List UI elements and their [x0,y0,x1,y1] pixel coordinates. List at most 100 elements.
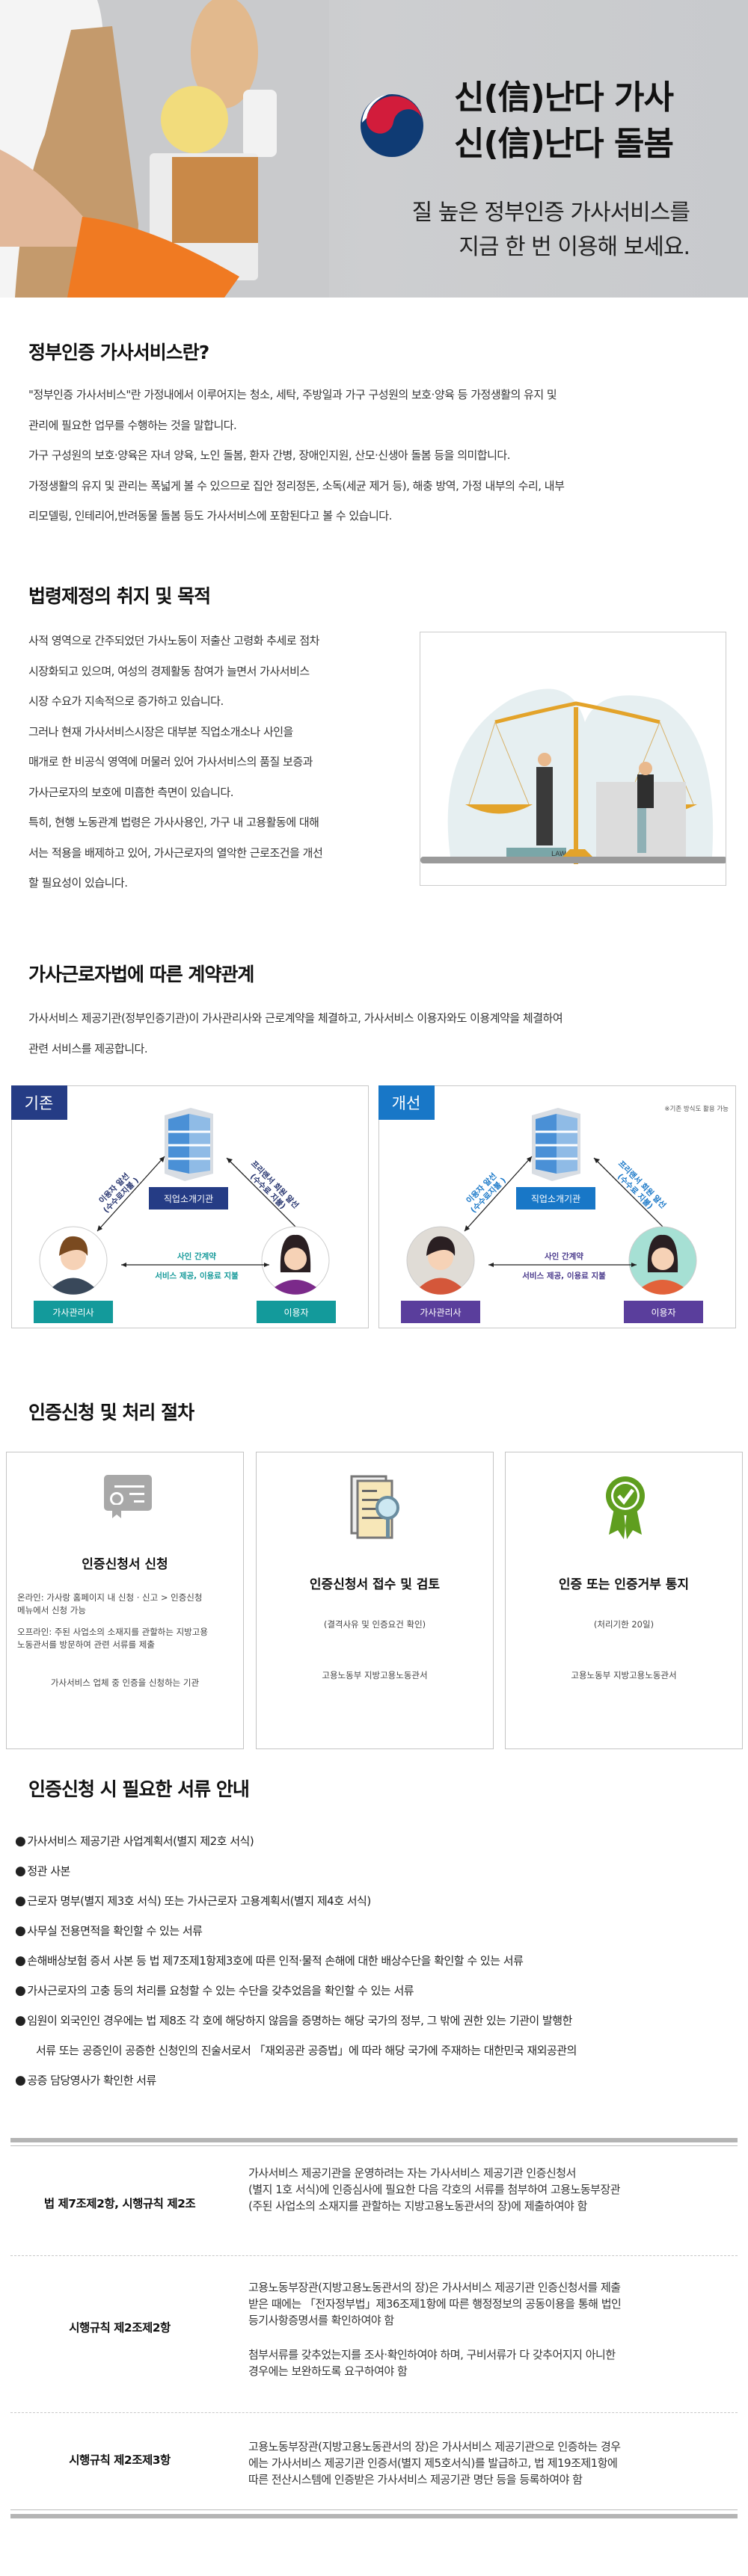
paragraph-line: 리모델링, 인테리어,반려동물 돌봄 등도 가사서비스에 포함된다고 볼 수 있… [28,509,392,523]
law-text-line: (주된 사업소의 소재지를 관할하는 지방고용노동관서의 장)에 제출하여야 함 [248,2199,587,2213]
law-row-text: 고용노동부장관(지방고용노동관서의 장)은 가사서비스 제공기관으로 인증하는 … [248,2438,621,2488]
document-item-text: 사무실 전용면적을 확인할 수 있는 서류 [27,1924,203,1938]
purpose-text: 사적 영역으로 간주되었던 가사노동이 저출산 고령화 추세로 점차 시장화되고… [28,626,323,899]
law-text-line: 등기사항증명서를 확인하여야 함 [248,2314,394,2327]
hero-banner: 신(信)난다 가사 신(信)난다 돌봄 질 높은 정부인증 가사서비스를 지금 … [0,0,748,298]
user-label: 이용자 [283,1307,308,1318]
bullet-icon: ● [15,1834,26,1849]
card-description: 온라인: 가사랑 홈페이지 내 신청 · 신고 > 인증신청 메뉴에서 신청 가… [7,1591,243,1651]
paragraph-line: 서는 적용을 배제하고 있어, 가사근로자의 열악한 근로조건을 개선 [28,845,323,860]
row-divider [10,2412,738,2413]
document-item: ●가사근로자의 고충 등의 처리를 요청할 수 있는 수단을 갖추었음을 확인할… [15,1982,414,1998]
hero-title-line: 신(信)난다 돌봄 [454,125,674,163]
procedure-card-apply: 인증신청서 신청 온라인: 가사랑 홈페이지 내 신청 · 신고 > 인증신청 … [6,1452,244,1749]
table-top-line [10,2145,738,2146]
diagram-badge [378,1085,435,1120]
paragraph-line: "정부인증 가사서비스"란 가정내에서 이루어지는 청소, 세탁, 주방일과 가… [28,388,557,401]
card-title: 인증신청서 접수 및 검토 [309,1577,441,1592]
document-item-text: 가사근로자의 고충 등의 처리를 요청할 수 있는 수단을 갖추었음을 확인할 … [27,1984,414,1997]
law-text-line: 에는 가사서비스 제공기관 인증서(별지 제5호서식)를 발급하고, 법 제19… [248,2456,618,2470]
middle-label: 사인 간계약 [177,1251,216,1261]
document-item: ●임원이 외국인인 경우에는 법 제8조 각 호에 해당하지 않음을 증명하는 … [15,2012,572,2028]
center-label: 직업소개기관 [164,1194,213,1204]
middle-sublabel: 서비스 제공, 이용료 지불 [522,1271,606,1281]
law-row-label: 시행규칙 제2조제2항 [69,2321,171,2335]
card-line: 오프라인: 주된 사업소의 소재지를 관할하는 지방고용 [17,1627,208,1637]
hero-subtitle-line: 질 높은 정부인증 가사서비스를 [411,200,690,226]
paragraph-line: 그러나 현재 가사서비스시장은 대부분 직업소개소나 사인을 [28,724,293,739]
diagram-badge-label: 개선 [392,1094,421,1112]
user-label: 이용자 [651,1307,675,1318]
diagram-badge-label: 기존 [25,1094,54,1112]
hero-photo-cleaner [0,0,329,298]
section-title-contract: 가사근로자법에 따른 계약관계 [28,964,254,985]
row-divider [10,2255,738,2256]
card-footer: 고용노동부 지방고용노동관서 [571,1670,677,1680]
procedure-card-notice: 인증 또는 인증거부 통지 (처리기한 20일) 고용노동부 지방고용노동관서 [505,1452,743,1749]
user-label-box [257,1301,336,1323]
building-icon [532,1108,580,1181]
law-text-line: 고용노동부장관(지방고용노동관서의 장)은 가사서비스 제공기관으로 인증하는 … [248,2440,621,2453]
paragraph-line: 사적 영역으로 간주되었던 가사노동이 저출산 고령화 추세로 점차 [28,634,319,647]
paragraph-line: 시장 수요가 지속적으로 증가하고 있습니다. [28,694,224,708]
paragraph-line: 시장화되고 있으며, 여성의 경제활동 참여가 늘면서 가사서비스 [28,664,310,678]
double-arrow-middle [488,1263,637,1267]
worker-label-box [34,1301,113,1323]
worker-label: 가사관리사 [420,1307,461,1318]
paragraph-line: 관리에 필요한 업무를 수행하는 것을 말합니다. [28,418,237,432]
section-title-procedure: 인증신청 및 처리 절차 [28,1402,194,1423]
paragraph-line: 관련 서비스를 제공합니다. [28,1041,148,1056]
paragraph-line: 가구 구성원의 보호·양육은 자녀 양육, 노인 돌봄, 환자 간병, 장애인지… [28,449,510,462]
definition-text: "정부인증 가사서비스"란 가정내에서 이루어지는 청소, 세탁, 주방일과 가… [28,380,565,531]
paragraph-line: 특히, 현행 노동관계 법령은 가사사용인, 가구 내 고용활동에 대해 [28,816,319,829]
card-line: 노동관서를 방문하여 관련 서류를 제출 [17,1639,155,1650]
bullet-icon: ● [15,1983,26,1998]
card-line: 메뉴에서 신청 가능 [17,1605,86,1615]
card-line: 온라인: 가사랑 홈페이지 내 신청 · 신고 > 인증신청 [17,1592,203,1603]
user-label-box [624,1301,703,1323]
bullet-icon: ● [15,2073,26,2088]
document-item-text: 정관 사본 [27,1864,70,1878]
hero-subtitle: 질 높은 정부인증 가사서비스를 지금 한 번 이용해 보세요. [412,196,690,265]
diagram-after: 개선 ※기존 방식도 활용 가능 직업소개기관 이용자 알선(수수료지불 ) 프… [378,1085,736,1331]
law-text-line: 받은 때에는 「전자정부법」제36조제1항에 따른 행정정보의 공동이용을 통해… [248,2297,622,2311]
law-text-line: (별지 1호 서식)에 인증심사에 필요한 다음 각호의 서류를 첨부하여 고용… [248,2183,621,2196]
double-arrow-right [593,1157,669,1233]
hero-title: 신(信)난다 가사 신(信)난다 돌봄 [454,75,674,167]
contract-text: 가사서비스 제공기관(정부인증기관)이 가사관리사와 근로계약을 체결하고, 가… [28,1003,563,1064]
document-item-text: 근로자 명부(별지 제3호 서식) 또는 가사근로자 고용계획서(별지 제4호 … [27,1894,371,1908]
double-arrow-right [226,1157,302,1233]
justice-scale-illustration: LAW [420,632,726,886]
paragraph-line: 매개로 한 비공식 영역에 머물러 있어 가사서비스의 품질 보증과 [28,755,313,768]
certificate-icon [104,1475,152,1518]
diagram-badge [11,1085,67,1120]
double-arrow-left [464,1156,533,1232]
hero-subtitle-line: 지금 한 번 이용해 보세요. [459,234,690,260]
card-note: (결격사유 및 인증요건 확인) [323,1619,426,1630]
law-row-label: 시행규칙 제2조제3항 [69,2453,171,2467]
award-ribbon-check-icon [606,1476,645,1539]
paragraph-line: 할 필요성이 있습니다. [28,876,128,890]
document-item-text: 공증 담당영사가 확인한 서류 [27,2074,156,2087]
document-item: ●공증 담당영사가 확인한 서류 [15,2072,156,2088]
document-item-text: 가사서비스 제공기관 사업계획서(별지 제2호 서식) [27,1834,254,1848]
law-row-text: 고용노동부장관(지방고용노동관서의 장)은 가사서비스 제공기관 인증신청서를 … [248,2279,622,2379]
government-emblem-icon [361,94,423,157]
card-footer: 고용노동부 지방고용노동관서 [322,1670,428,1680]
double-arrow-left [96,1156,165,1232]
center-label-box [516,1187,595,1210]
center-label-box [149,1187,228,1210]
worker-label: 가사관리사 [52,1307,94,1318]
law-row-label: 법 제7조제2항, 시행규칙 제2조 [43,2197,196,2210]
document-item-text: 손해배상보험 증서 사본 등 법 제7조제1항제3호에 따른 인적·물적 손해에… [27,1954,524,1968]
center-label: 직업소개기관 [531,1194,580,1204]
table-bottom-line [10,2509,738,2510]
section-title-definition: 정부인증 가사서비스란? [28,342,209,363]
card-title: 인증 또는 인증거부 통지 [558,1577,690,1592]
hero-title-line: 신(信)난다 가사 [454,78,674,117]
card-title: 인증신청서 신청 [82,1557,168,1572]
law-text-line: 첨부서류를 갖추었는지를 조사·확인하여야 하며, 구비서류가 다 갖추어지지 … [248,2348,616,2361]
document-item: ●손해배상보험 증서 사본 등 법 제7조제1항제3호에 따른 인적·물적 손해… [15,1953,524,1968]
middle-label: 사인 간계약 [545,1251,583,1261]
document-item: ●사무실 전용면적을 확인할 수 있는 서류 [15,1923,203,1938]
